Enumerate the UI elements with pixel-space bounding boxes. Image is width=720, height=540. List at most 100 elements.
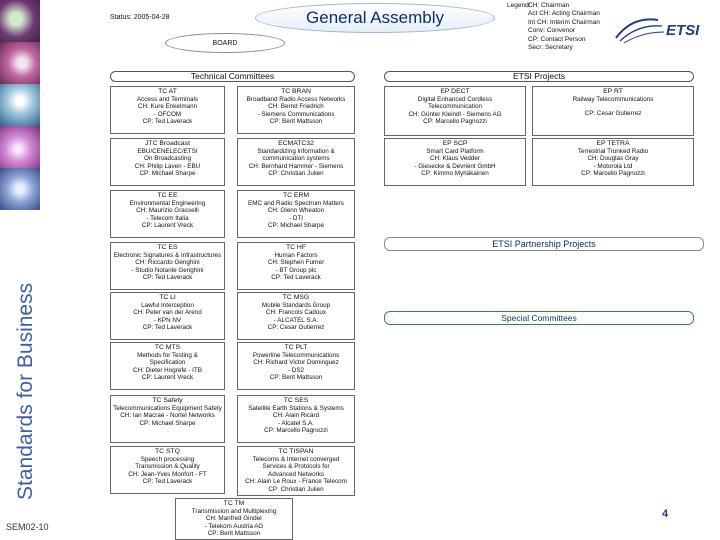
sidebar-tagline: Standards for Business <box>6 245 42 505</box>
tc-tispan-detail-line: Advanced Networks <box>268 470 324 478</box>
tc-hf-detail-line: CP: Ted Laverack <box>271 274 321 282</box>
tc-erm-detail-line: - DTI <box>289 214 303 222</box>
ep-tetra-detail-line: CH: Douglas Gray <box>587 155 639 163</box>
ep-rt-detail-line: Railway Telecommunications <box>572 95 654 103</box>
tc-msg-detail-line: CP: Cesar Gutierrez <box>267 324 325 332</box>
tc-msg-detail-line: Mobile Standards Group <box>261 301 331 309</box>
ep-scp-detail-line: - Giesecke & Devrient GmbH <box>414 162 496 170</box>
etsi-projects-title: ETSI Projects <box>384 71 694 82</box>
ep-dect-detail-line: Digital Enhanced Cordless <box>417 95 493 103</box>
tc-erm-detail-line: CH: Glenn Wheaton <box>267 207 325 215</box>
tc-plt-code: TC PLT <box>284 344 308 351</box>
ep-dect-detail-line: CP: Marcello Pagnozzi <box>423 118 487 126</box>
tc-es-detail-line: CH: Riccardo Genghini <box>135 259 200 267</box>
tc-mts-detail-line: CH: Dieter Hogrefe - ITB <box>133 366 202 374</box>
sidebar-thumbnail-image <box>0 126 40 168</box>
tc-bran-detail-line: Broadband Radio Access Networks <box>246 95 346 103</box>
jtc-broadcast-detail-line: EBU/CENELEC/ETSI <box>137 147 198 155</box>
tc-safety-code: TC Safety <box>152 397 183 404</box>
tc-es-detail-line: - Studio Notarile Genghini <box>131 266 204 274</box>
tc-hf-code: TC HF <box>285 244 306 251</box>
tc-li-detail-line: - KPN NV <box>153 316 182 324</box>
ep-dect-detail-line: Telecommunication <box>428 103 482 111</box>
tc-ee-detail-line: CP: Laurent Vreck <box>141 222 194 230</box>
tc-tispan-detail-line: CP: Christian Julien <box>268 485 324 493</box>
tc-tispan-code: TC TISPAN <box>278 448 314 455</box>
tc-plt-detail-line: Powerline Telecommunications <box>252 351 340 359</box>
tc-stq-detail-line: Speech processing <box>140 455 195 463</box>
ep-scp-detail-line: CP: Kimmo Myhäkainen <box>421 170 489 178</box>
tc-stq-detail-line: CH: Jean-Yves Monfort - FT <box>128 470 207 478</box>
ecmatc32-code: ECMATC32 <box>278 140 314 147</box>
jtc-broadcast-detail-line: CH: Philip Laven - EBU <box>134 162 201 170</box>
tc-ses-detail-line: Satellite Earth Stations & Systems <box>248 404 344 412</box>
legend-item: CH: Chairman <box>528 2 570 9</box>
tc-tm-detail-line: CH: Manfred Ginder <box>205 515 263 523</box>
legend-label: Legend: <box>507 2 531 9</box>
tc-at-code: TC AT <box>158 88 177 95</box>
ecmatc32-detail-line: Standardizing information & <box>257 147 335 155</box>
legend-item: Int CH: Interim Chairman <box>528 18 600 26</box>
tc-plt-detail-line: CP: Berit Mattsson <box>269 374 323 382</box>
tc-at-detail-line: CP: Ted Laverack <box>142 118 193 126</box>
ep-tetra-code: EP TETRA <box>596 140 630 147</box>
tc-ee-detail-line: CH: Maurizio Grasselli <box>136 207 199 215</box>
jtc-broadcast-detail-line: On Broadcasting <box>144 155 191 163</box>
ep-dect-detail-line: CH: Günter Kleindl - Siemens AG <box>408 110 502 118</box>
etsi-logo-text: ETSI <box>666 22 700 39</box>
tc-erm-code: TC ERM <box>282 192 310 199</box>
tagline-text: Standards for Business <box>14 283 37 500</box>
tc-plt-detail-line: CH: Richard Victor Dominguez <box>253 359 339 367</box>
jtc-broadcast-detail-line: CP: Michael Sharpe <box>139 170 196 178</box>
tc-tispan-detail-line: Telecoms & Internet converged <box>252 455 340 463</box>
ecmatc32-detail-line: communication systems <box>262 155 330 163</box>
legend-item: CP: Contact Person <box>528 35 586 43</box>
ep-scp-code: EP SCP <box>442 140 468 147</box>
document-reference: SEM02-10 <box>6 522 49 532</box>
ep-dect-code: EP DECT <box>440 88 470 95</box>
tc-at-detail-line: CH: Kure Enkelmann <box>137 103 198 111</box>
tc-stq-detail-line: Transmission & Quality <box>135 463 200 471</box>
tc-ee-code: TC EE <box>157 192 178 199</box>
partnership-projects-title: ETSI Partnership Projects <box>384 237 704 251</box>
tc-stq-code: TC STQ <box>155 448 180 455</box>
tc-tm-detail-line: CP: Berit Mattsson <box>207 530 261 538</box>
tc-mts-detail-line: Specification <box>149 359 186 367</box>
tc-li-detail-line: Lawful Interception <box>141 301 194 309</box>
tc-msg-detail-line: CH: Francois Cadoux <box>265 309 327 317</box>
tc-hf-detail-line: - BT Group plc <box>275 266 317 274</box>
ep-rt-code: EP RT <box>603 88 623 95</box>
tc-msg-detail-line: - ALCATEL S.A. <box>273 316 319 324</box>
tc-tispan-detail-line: Services & Protocols for <box>262 463 330 471</box>
status-date: Status: 2005-04-28 <box>110 14 170 21</box>
ep-tetra-detail-line: - Motorola Ltd <box>593 162 633 170</box>
tc-bran-detail-line: - Siemens Communications <box>257 110 335 118</box>
tc-stq-detail-line: CP: Ted Laverack <box>142 478 193 486</box>
sidebar-thumbnail-image <box>0 168 40 210</box>
sidebar-thumbnail-image <box>0 84 40 126</box>
ep-scp-detail-line: CH: Klaus Vedder <box>429 155 481 163</box>
page-number: 4 <box>662 508 669 520</box>
tc-mts-detail-line: Methods for Testing & <box>137 351 198 359</box>
ep-rt-detail-line <box>533 103 693 110</box>
tc-plt-detail-line: - DS2 <box>287 366 305 374</box>
ep-scp-detail-line: Smart Card Platform <box>426 147 484 155</box>
ecmatc32-detail-line: CH: Bernhard Hammer - Siemens <box>248 162 344 170</box>
ecmatc32-detail-line: CP: Christian Julien <box>268 170 324 178</box>
tc-mts-detail-line: CP: Laurent Vreck <box>141 374 194 382</box>
